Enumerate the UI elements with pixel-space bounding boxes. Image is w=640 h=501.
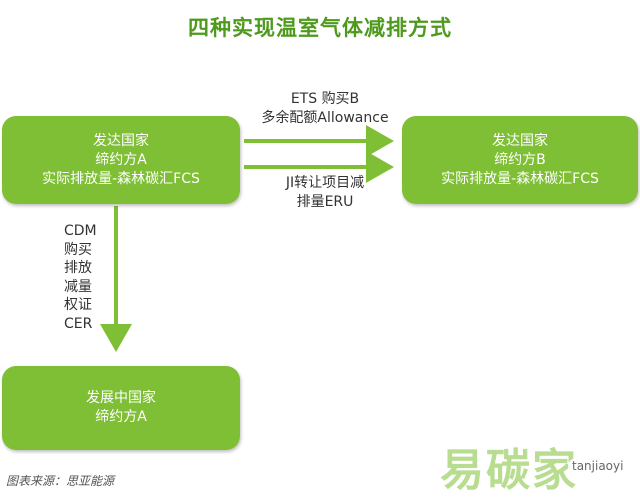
node-developed-country-b: 发达国家 缔约方B 实际排放量-森林碳汇FCS	[402, 116, 638, 204]
source-note: 图表来源：思亚能源	[6, 474, 115, 488]
watermark-logo: 易碳家 tanjiaoyi	[440, 428, 640, 498]
watermark-handle: tanjiaoyi	[568, 458, 628, 474]
edge-label-ets: ETS 购买B 多余配额Allowance	[245, 90, 405, 128]
edge-cdm-line: 购买	[64, 241, 92, 258]
node-a-line: 实际排放量-森林碳汇FCS	[42, 170, 200, 187]
node-c-line: 缔约方A	[95, 409, 147, 425]
node-c-line: 发展中国家	[86, 390, 156, 406]
edge-cdm-line: 减量	[64, 278, 92, 295]
diagram-title: 四种实现温室气体减排方式	[188, 15, 452, 40]
node-b-line: 发达国家	[492, 132, 548, 149]
edge-label-cdm: CDM 购买 排放 减量 权证 CER	[64, 222, 97, 333]
watermark-brand: 易碳家	[440, 445, 578, 496]
node-b-line: 缔约方B	[494, 151, 546, 168]
node-a-line: 发达国家	[93, 132, 149, 149]
edge-ji-line: JI转让项目减	[285, 175, 365, 191]
node-b-line: 实际排放量-森林碳汇FCS	[441, 170, 599, 187]
edge-cdm-line: 排放	[64, 260, 92, 276]
node-developing-country: 发展中国家 缔约方A	[2, 366, 240, 450]
edge-cdm-line: 权证	[64, 297, 92, 313]
node-developed-country-a: 发达国家 缔约方A 实际排放量-森林碳汇FCS	[2, 116, 240, 204]
edge-ets-line: 多余配额Allowance	[261, 110, 389, 126]
edge-label-ji: JI转让项目减 排量ERU	[245, 174, 405, 212]
edge-ji-line: 排量ERU	[296, 194, 354, 210]
node-a-line: 缔约方A	[95, 151, 147, 168]
edge-cdm-line: CDM	[64, 223, 97, 239]
edge-cdm-line: CER	[64, 315, 93, 332]
edge-ets-line: ETS 购买B	[290, 91, 360, 107]
